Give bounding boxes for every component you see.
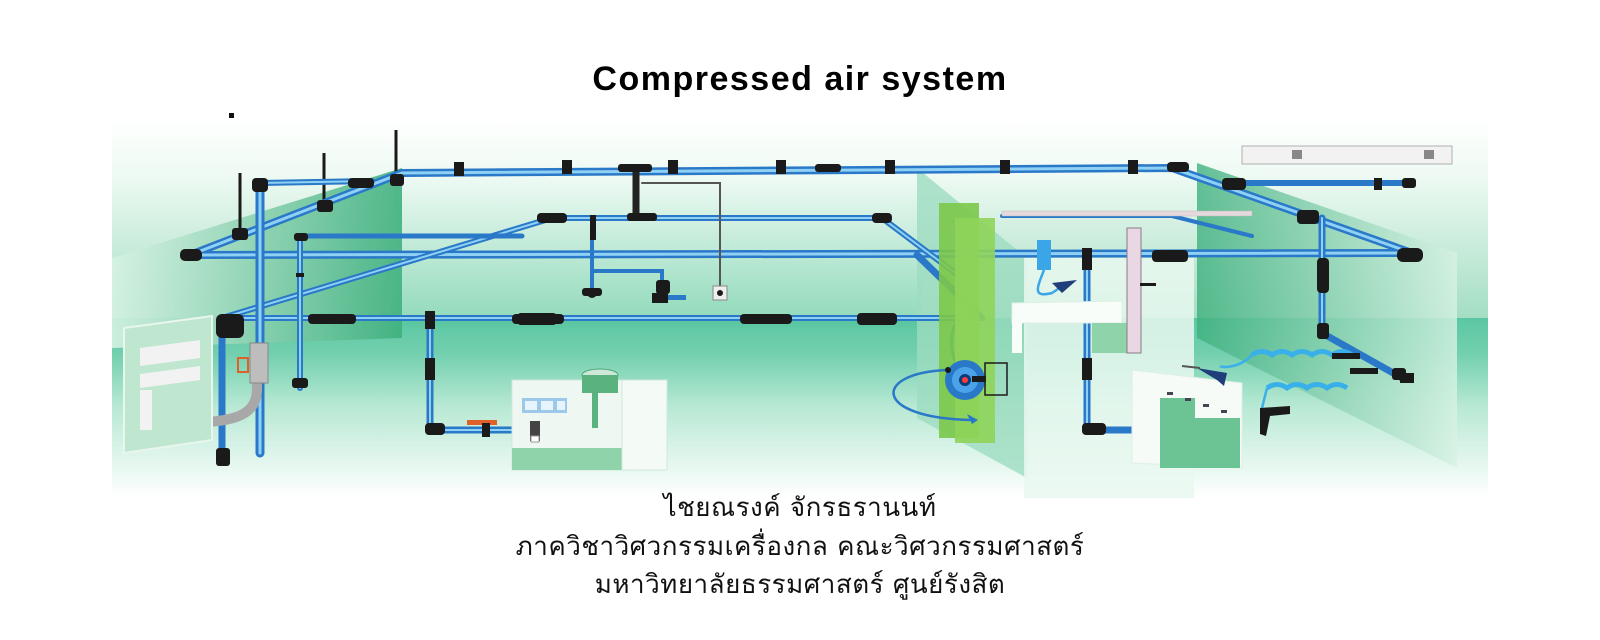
department-name: ภาควิชาวิศวกรรมเครื่องกล คณะวิศวกรรมศาสต… <box>515 532 1085 562</box>
compressed-air-system-illustration <box>112 118 1488 508</box>
slide-title: Compressed air system <box>592 60 1008 98</box>
bullet-marker <box>229 113 234 119</box>
author-name: ไชยณรงค์ จักรธรานนท์ <box>663 493 937 523</box>
university-name: มหาวิทยาลัยธรรมศาสตร์ ศูนย์รังสิต <box>594 570 1006 600</box>
